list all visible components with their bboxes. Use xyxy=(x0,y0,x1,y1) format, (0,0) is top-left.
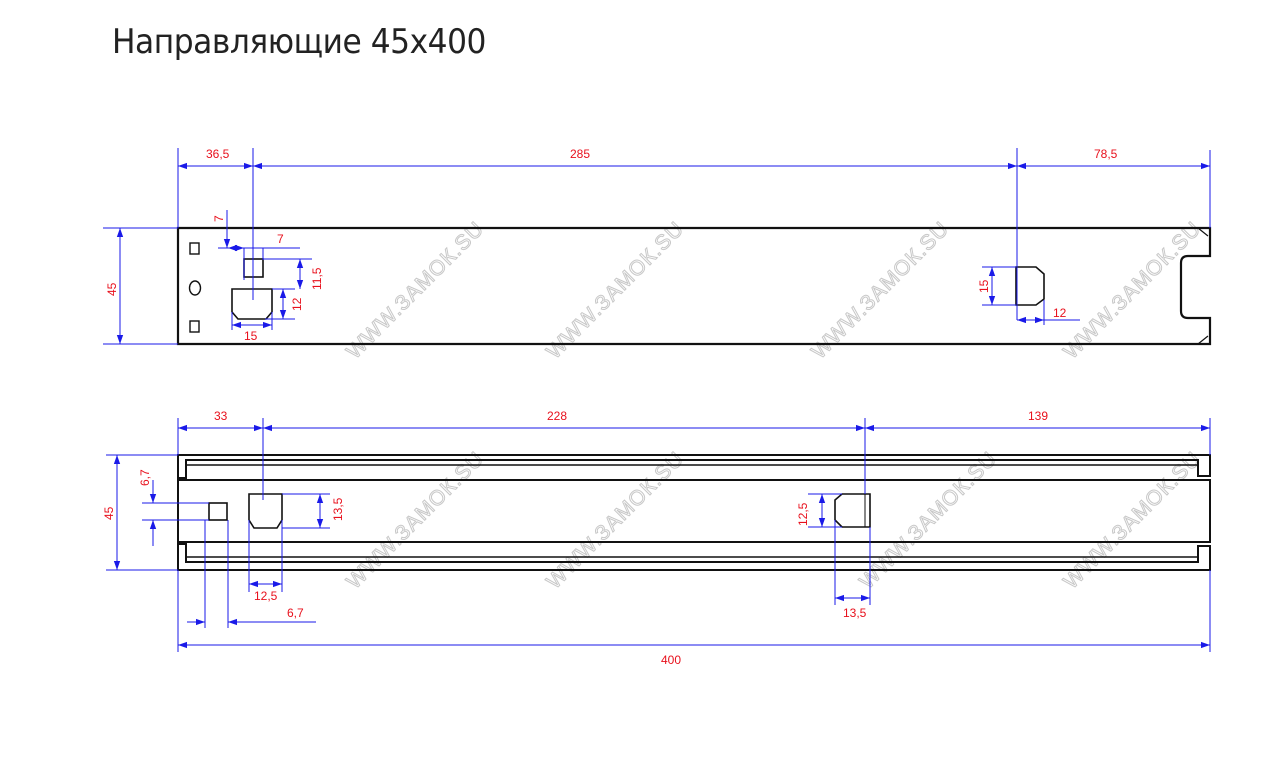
dim-13-5-right: 13,5 xyxy=(843,606,867,620)
watermark-6: WWW.ЗАМОК.SU xyxy=(542,447,688,593)
dim-15-right: 15 xyxy=(977,279,991,293)
dim-45-top: 45 xyxy=(105,282,119,296)
bottom-view: 33 228 139 45 6,7 13,5 12,5 6,7 12,5 13,… xyxy=(102,409,1211,667)
dim-228: 228 xyxy=(547,409,567,423)
watermark-layer: WWW.ЗАМОК.SU WWW.ЗАМОК.SU WWW.ЗАМОК.SU W… xyxy=(342,217,1206,594)
watermark-1: WWW.ЗАМОК.SU xyxy=(342,217,488,363)
dim-36-5: 36,5 xyxy=(206,147,230,161)
top-rail-outline xyxy=(176,226,1212,346)
watermark-7: WWW.ЗАМОК.SU xyxy=(855,447,1001,593)
dim-33: 33 xyxy=(214,409,228,423)
top-round-hole xyxy=(188,280,202,296)
top-stop-tab xyxy=(231,288,273,320)
dim-78-5: 78,5 xyxy=(1094,147,1118,161)
page-title: Направляющие 45x400 xyxy=(112,22,487,62)
watermark-5: WWW.ЗАМОК.SU xyxy=(342,447,488,593)
watermark-8: WWW.ЗАМОК.SU xyxy=(1059,447,1205,593)
dim-6-7-horizontal: 6,7 xyxy=(287,606,304,620)
watermark-3: WWW.ЗАМОК.SU xyxy=(807,217,953,363)
dim-12-5-left: 12,5 xyxy=(254,589,278,603)
dim-12-right: 12 xyxy=(1053,306,1067,320)
dim-7-horizontal: 7 xyxy=(277,232,284,246)
bottom-left-stop xyxy=(248,493,283,529)
bottom-small-square xyxy=(208,502,228,521)
top-right-stop xyxy=(1015,266,1045,306)
top-dim-lines xyxy=(103,148,1211,345)
dim-15-left: 15 xyxy=(244,329,258,343)
dim-7-vertical: 7 xyxy=(212,215,226,222)
top-square-hole-2 xyxy=(189,320,200,333)
dim-139: 139 xyxy=(1028,409,1048,423)
dim-11-5: 11,5 xyxy=(310,267,324,290)
dim-6-7-vertical: 6,7 xyxy=(138,469,152,486)
bottom-rail-outer xyxy=(177,454,1211,479)
bottom-inner-rail xyxy=(177,479,1211,543)
bottom-dim-lines xyxy=(106,418,1211,652)
top-view: 36,5 285 78,5 45 7 7 11,5 12 15 15 12 xyxy=(103,147,1212,346)
dim-400: 400 xyxy=(661,653,681,667)
top-square-hole-1 xyxy=(189,242,200,255)
dim-12-left: 12 xyxy=(290,297,304,311)
dim-45-bottom: 45 xyxy=(102,506,116,520)
dim-285: 285 xyxy=(570,147,590,161)
dim-13-5-left: 13,5 xyxy=(331,497,345,521)
watermark-4: WWW.ЗАМОК.SU xyxy=(1059,217,1205,363)
watermark-2: WWW.ЗАМОК.SU xyxy=(542,217,688,363)
dim-12-5-right: 12,5 xyxy=(796,502,810,526)
